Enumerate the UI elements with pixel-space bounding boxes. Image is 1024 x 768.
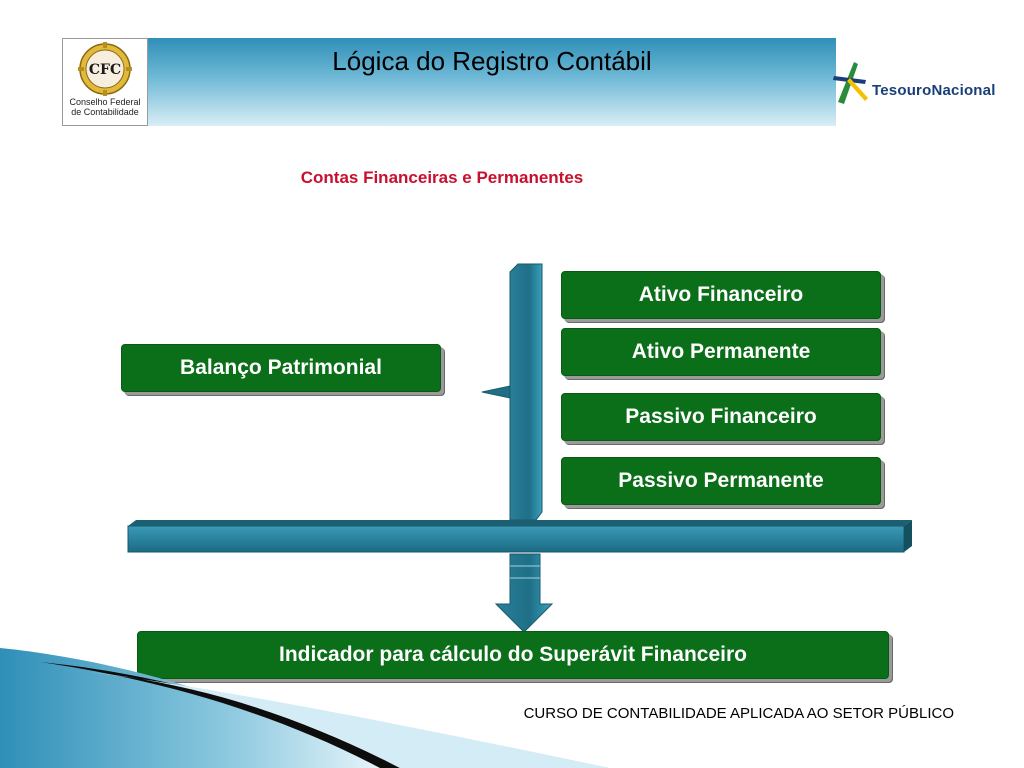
tesouro-mark-icon — [833, 62, 868, 104]
tesouro-logo: TesouroNacional — [832, 58, 1012, 106]
passivo-financeiro-box: Passivo Financeiro — [561, 393, 881, 441]
passivo-permanente-box: Passivo Permanente — [561, 457, 881, 505]
cfc-name-line1: Conselho Federal — [69, 97, 141, 107]
section-subtitle: Contas Financeiras e Permanentes — [300, 168, 584, 187]
cfc-mark: CFC — [89, 62, 121, 78]
superavit-indicator-box: Indicador para cálculo do Superávit Fina… — [137, 631, 889, 679]
cfc-seal-icon: CFC — [78, 42, 132, 96]
cfc-name-line2: de Contabilidade — [71, 107, 139, 117]
horizontal-bar-top — [128, 520, 912, 526]
ativo-permanente-box: Ativo Permanente — [561, 328, 881, 376]
cfc-logo: CFC Conselho Federal de Contabilidade — [62, 38, 148, 126]
horizontal-bar — [127, 525, 905, 553]
cfc-name: Conselho Federal de Contabilidade — [63, 97, 147, 117]
tesouro-text: TesouroNacional — [872, 82, 996, 99]
balanco-patrimonial-box: Balanço Patrimonial — [121, 344, 441, 392]
ativo-financeiro-box: Ativo Financeiro — [561, 271, 881, 319]
page-title: Lógica do Registro Contábil — [332, 46, 652, 76]
footer-course-name: CURSO DE CONTABILIDADE APLICADA AO SETOR… — [523, 705, 954, 722]
header-band — [148, 38, 836, 126]
horizontal-bar-side — [904, 520, 912, 552]
bracket-notch — [481, 385, 511, 399]
down-arrow — [494, 553, 554, 633]
